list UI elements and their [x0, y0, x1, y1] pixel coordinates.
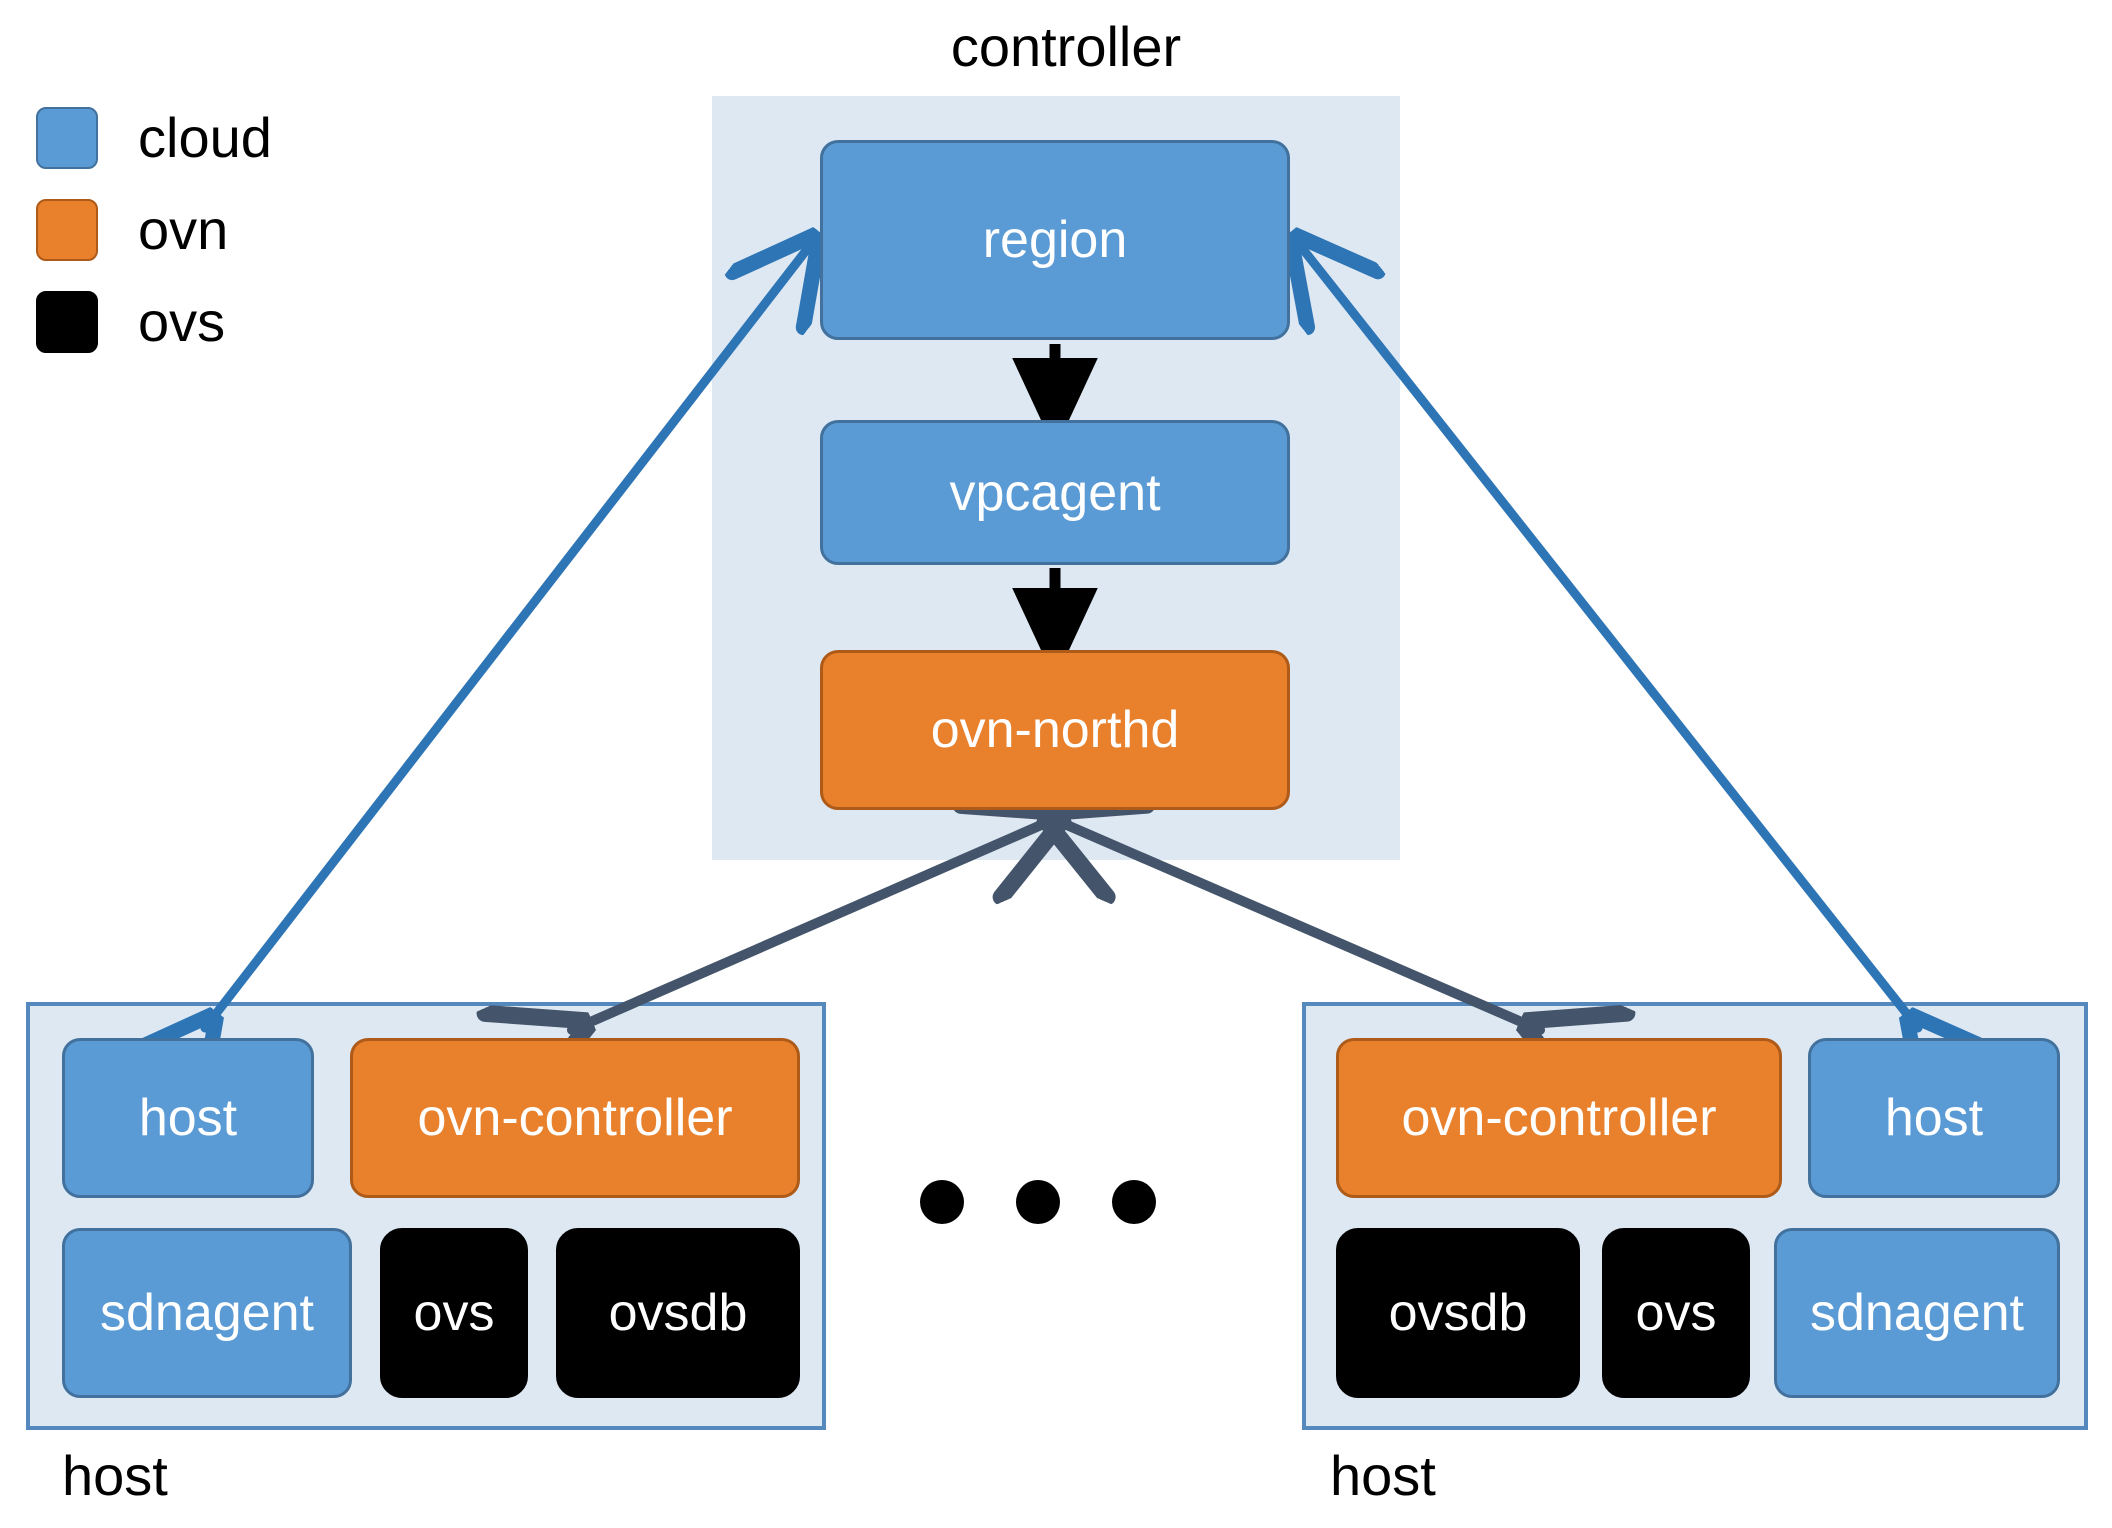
node-region[interactable]: region — [820, 140, 1290, 340]
node-right-ovsdb[interactable]: ovsdb — [1336, 1228, 1580, 1398]
controller-caption: controller — [950, 15, 1182, 78]
ellipsis-indicator — [920, 1180, 1156, 1224]
node-right-host[interactable]: host — [1808, 1038, 2060, 1198]
legend-item-cloud: cloud — [36, 92, 272, 184]
node-left-sdnagent[interactable]: sdnagent — [62, 1228, 352, 1398]
legend: cloud ovn ovs — [36, 92, 272, 368]
node-left-host[interactable]: host — [62, 1038, 314, 1198]
legend-label-cloud: cloud — [138, 106, 272, 169]
host-left-caption: host — [62, 1444, 168, 1507]
ellipsis-dot — [1112, 1180, 1156, 1224]
node-vpcagent[interactable]: vpcagent — [820, 420, 1290, 565]
legend-item-ovn: ovn — [36, 184, 272, 276]
ellipsis-dot — [920, 1180, 964, 1224]
node-left-ovn-controller[interactable]: ovn-controller — [350, 1038, 800, 1198]
cloud-swatch-icon — [36, 107, 98, 169]
node-left-ovsdb[interactable]: ovsdb — [556, 1228, 800, 1398]
node-right-ovs[interactable]: ovs — [1602, 1228, 1750, 1398]
node-left-ovs[interactable]: ovs — [380, 1228, 528, 1398]
legend-item-ovs: ovs — [36, 276, 272, 368]
node-ovn-northd[interactable]: ovn-northd — [820, 650, 1290, 810]
ovs-swatch-icon — [36, 291, 98, 353]
ellipsis-dot — [1016, 1180, 1060, 1224]
legend-label-ovn: ovn — [138, 198, 229, 261]
host-right-caption: host — [1330, 1444, 1436, 1507]
node-right-ovn-controller[interactable]: ovn-controller — [1336, 1038, 1782, 1198]
legend-label-ovs: ovs — [138, 290, 226, 353]
ovn-swatch-icon — [36, 199, 98, 261]
node-right-sdnagent[interactable]: sdnagent — [1774, 1228, 2060, 1398]
